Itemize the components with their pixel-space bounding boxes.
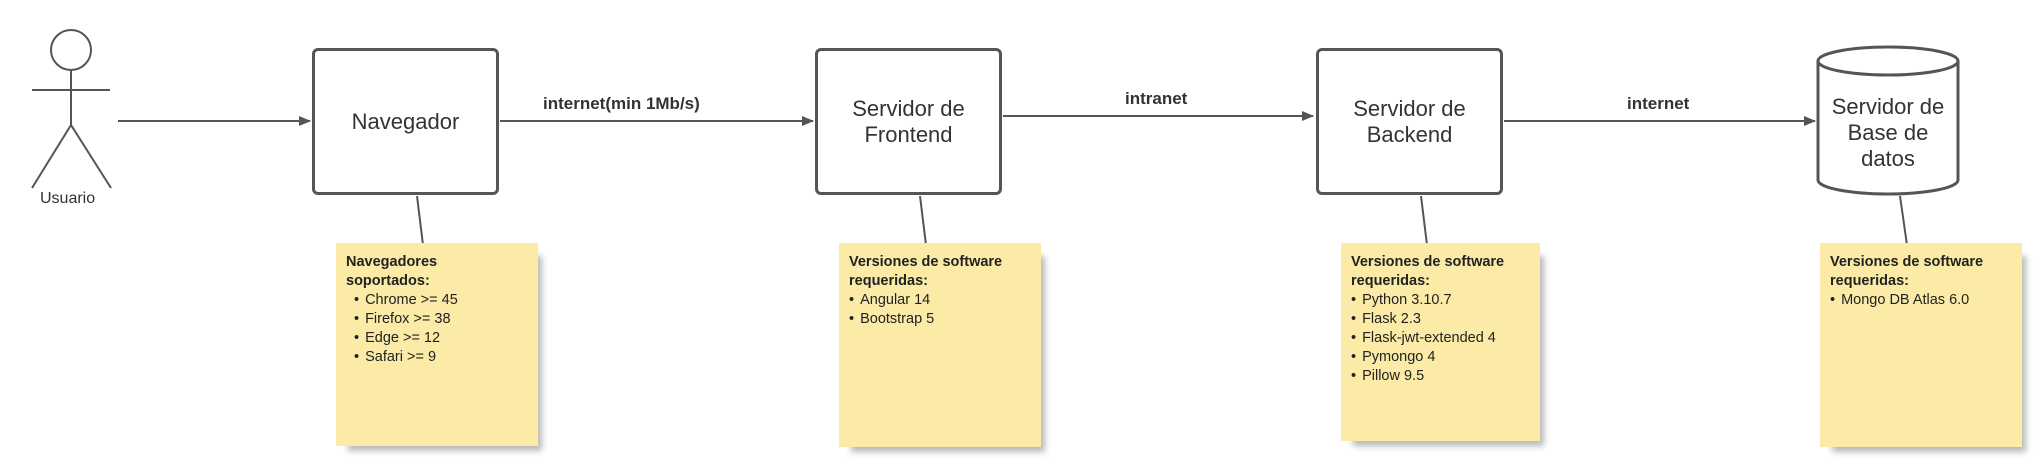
list-item: Chrome >= 45	[354, 291, 528, 310]
note-connector-backend	[1420, 195, 1428, 246]
note-frontend-title: Versiones de software requeridas:	[849, 254, 1003, 289]
list-item: Bootstrap 5	[849, 310, 1031, 329]
note-connector-database	[1899, 195, 1908, 246]
backend-node[interactable]: Servidor de Backend	[1316, 48, 1503, 195]
note-database: Versiones de software requeridas: Mongo …	[1820, 243, 2022, 447]
note-database-list: Mongo DB Atlas 6.0	[1830, 291, 2012, 310]
note-browser: Navegadores soportados: Chrome >= 45 Fir…	[336, 243, 538, 446]
note-connector-frontend	[919, 195, 927, 246]
note-frontend-list: Angular 14 Bootstrap 5	[849, 291, 1031, 329]
note-backend-list: Python 3.10.7 Flask 2.3 Flask-jwt-extend…	[1351, 291, 1530, 386]
edge-label-frontend-backend: intranet	[1125, 89, 1188, 108]
backend-node-label: Servidor de Backend	[1353, 95, 1466, 147]
list-item: Flask-jwt-extended 4	[1351, 329, 1530, 348]
list-item: Firefox >= 38	[354, 310, 528, 329]
note-connector-browser	[416, 195, 424, 246]
list-item: Python 3.10.7	[1351, 291, 1530, 310]
list-item: Angular 14	[849, 291, 1031, 310]
note-browser-list: Chrome >= 45 Firefox >= 38 Edge >= 12 Sa…	[346, 291, 528, 367]
note-database-title: Versiones de software requeridas:	[1830, 254, 1984, 289]
frontend-node-label: Servidor de Frontend	[852, 95, 965, 147]
database-node-label: Servidor de Base de datos	[1831, 94, 1945, 171]
list-item: Safari >= 9	[354, 348, 528, 367]
list-item: Edge >= 12	[354, 329, 528, 348]
note-backend: Versiones de software requeridas: Python…	[1341, 243, 1540, 441]
list-item: Flask 2.3	[1351, 310, 1530, 329]
edge-label-browser-frontend: internet(min 1Mb/s)	[543, 94, 700, 113]
note-browser-title: Navegadores soportados:	[346, 254, 438, 289]
user-actor-icon[interactable]	[31, 29, 112, 189]
browser-node[interactable]: Navegador	[312, 48, 499, 195]
database-cylinder[interactable]	[1816, 45, 1960, 196]
list-item: Pymongo 4	[1351, 348, 1530, 367]
list-item: Mongo DB Atlas 6.0	[1830, 291, 2012, 310]
actor-label: Usuario	[40, 190, 96, 207]
note-backend-title: Versiones de software requeridas:	[1351, 254, 1505, 289]
note-frontend: Versiones de software requeridas: Angula…	[839, 243, 1041, 447]
browser-node-label: Navegador	[351, 108, 460, 134]
frontend-node[interactable]: Servidor de Frontend	[815, 48, 1002, 195]
edge-label-backend-database: internet	[1627, 94, 1690, 113]
list-item: Pillow 9.5	[1351, 367, 1530, 386]
